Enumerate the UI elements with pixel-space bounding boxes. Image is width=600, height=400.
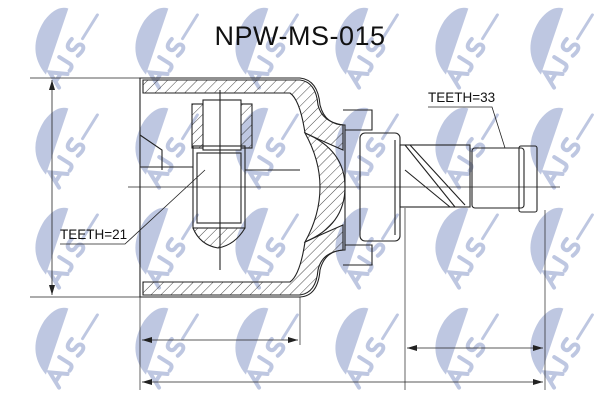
teeth-outer-label: TEETH=33 [428,90,496,105]
ajs-watermark-logo [235,307,299,390]
ajs-watermark-logo [235,207,299,290]
ajs-watermark-logo [530,7,594,90]
spline-shaft [471,147,525,209]
ajs-watermark-logo [435,207,499,290]
housing-inner-hatch [303,131,346,244]
teeth-inner-label: TEETH=21 [60,227,128,242]
shaft-neck [399,144,471,208]
ajs-watermark-logo [530,107,594,190]
ajs-watermark-logo [235,7,299,90]
ajs-watermark-logo [135,7,199,90]
housing-wall-top [142,79,344,151]
ajs-watermark-logo [35,307,99,390]
ajs-watermark-logo [435,107,499,190]
part-number-title: NPW-MS-015 [214,21,386,51]
ajs-watermark-logo [35,7,99,90]
ajs-watermark-logo [435,7,499,90]
housing-outline [139,77,346,298]
leader-teeth-outer [428,106,506,149]
ajs-watermark-logo [335,7,399,90]
ajs-watermark-logo [530,307,594,390]
dimension-lines [51,80,543,383]
dimension-arrows [49,80,543,385]
ajs-watermark-logo [335,307,399,390]
leader-teeth-inner [60,169,206,245]
boot-clamp [343,109,373,266]
housing-wall-bottom [142,224,344,296]
ajs-watermark-logo [435,307,499,390]
